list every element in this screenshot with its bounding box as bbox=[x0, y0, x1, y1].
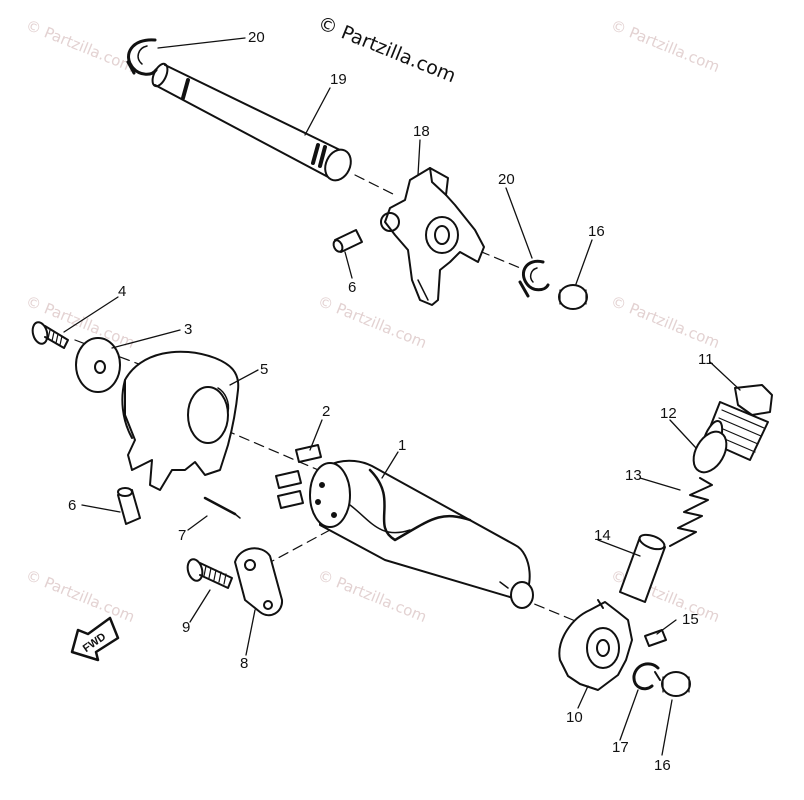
plunger-14 bbox=[619, 533, 666, 603]
callout-20-top: 20 bbox=[248, 29, 265, 46]
callout-19: 19 bbox=[330, 71, 347, 88]
pin-upper bbox=[332, 229, 363, 253]
cotter-pin bbox=[203, 496, 241, 519]
screw-9 bbox=[186, 558, 233, 589]
callout-6-top: 6 bbox=[348, 279, 356, 296]
cap-upper bbox=[558, 284, 588, 310]
shift-drum bbox=[309, 459, 534, 609]
callout-15: 15 bbox=[682, 611, 699, 628]
callout-8: 8 bbox=[240, 655, 248, 672]
callout-6-bottom: 6 bbox=[68, 497, 76, 514]
star-cam bbox=[558, 599, 633, 691]
pin-15 bbox=[644, 629, 667, 647]
cap-lower bbox=[661, 671, 691, 697]
callout-17: 17 bbox=[612, 739, 629, 756]
callout-14: 14 bbox=[594, 527, 611, 544]
callout-12: 12 bbox=[660, 405, 677, 422]
leader-lines bbox=[63, 37, 741, 756]
shift-shaft bbox=[151, 62, 352, 182]
spring-13 bbox=[669, 477, 713, 547]
callout-20-mid: 20 bbox=[498, 171, 515, 188]
callout-13: 13 bbox=[625, 467, 642, 484]
screw-4 bbox=[31, 321, 69, 349]
callout-4: 4 bbox=[118, 283, 126, 300]
shift-fork-large bbox=[121, 350, 240, 491]
gasket-12 bbox=[692, 430, 728, 474]
callout-3: 3 bbox=[184, 321, 192, 338]
callout-1: 1 bbox=[398, 437, 406, 454]
callout-7: 7 bbox=[178, 527, 186, 544]
pin-lower bbox=[117, 487, 141, 525]
callout-2: 2 bbox=[322, 403, 330, 420]
fwd-arrow-icon bbox=[70, 616, 120, 662]
callout-11: 11 bbox=[698, 351, 714, 368]
callout-16-top: 16 bbox=[588, 223, 605, 240]
circlip-top bbox=[126, 38, 158, 76]
callout-10: 10 bbox=[566, 709, 583, 726]
stopper-plate bbox=[234, 547, 284, 617]
callout-5: 5 bbox=[260, 361, 268, 378]
shift-fork-upper bbox=[380, 167, 485, 306]
circlip-17 bbox=[632, 662, 661, 691]
washer-3 bbox=[75, 337, 121, 393]
circlip-middle bbox=[518, 259, 550, 298]
axis-lines bbox=[74, 174, 586, 626]
callout-16-bottom: 16 bbox=[654, 757, 671, 774]
callout-18: 18 bbox=[413, 123, 430, 140]
dowel-pins bbox=[275, 444, 322, 509]
callout-9: 9 bbox=[182, 619, 190, 636]
